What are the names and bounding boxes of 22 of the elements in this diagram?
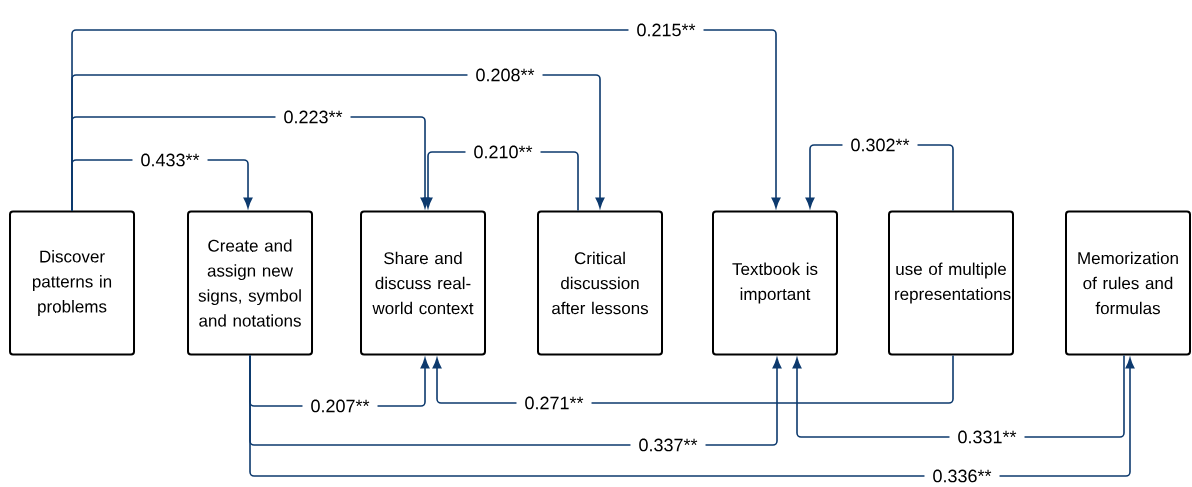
edge-label: 0.336** xyxy=(924,467,1000,485)
edge-label: 0.302** xyxy=(842,136,918,154)
edge-label: 0.223** xyxy=(275,108,351,126)
edge-label: 0.215** xyxy=(628,21,704,39)
edge-label: 0.208** xyxy=(467,66,543,84)
edge-label: 0.210** xyxy=(465,143,541,161)
arrow xyxy=(249,354,782,446)
process-box: use of multiple representations xyxy=(888,210,1014,356)
process-box: Textbook is important xyxy=(712,210,838,356)
arrow xyxy=(71,74,605,212)
process-box: Discover patterns in problems xyxy=(9,210,135,356)
arrow xyxy=(71,29,781,212)
process-box: Critical discussion after lessons xyxy=(537,210,663,356)
arrow xyxy=(249,354,1135,477)
edge-label: 0.271** xyxy=(516,394,592,412)
edge-label: 0.207** xyxy=(302,397,378,415)
process-box: Create and assign new signs, symbol and notations xyxy=(187,210,313,356)
edge-label: 0.331** xyxy=(949,428,1025,446)
process-box: Share and discuss real-world context xyxy=(360,210,486,356)
edge-label: 0.337** xyxy=(630,436,706,454)
edge-label: 0.433** xyxy=(132,151,208,169)
process-box: Memorization of rules and formulas xyxy=(1065,210,1191,356)
